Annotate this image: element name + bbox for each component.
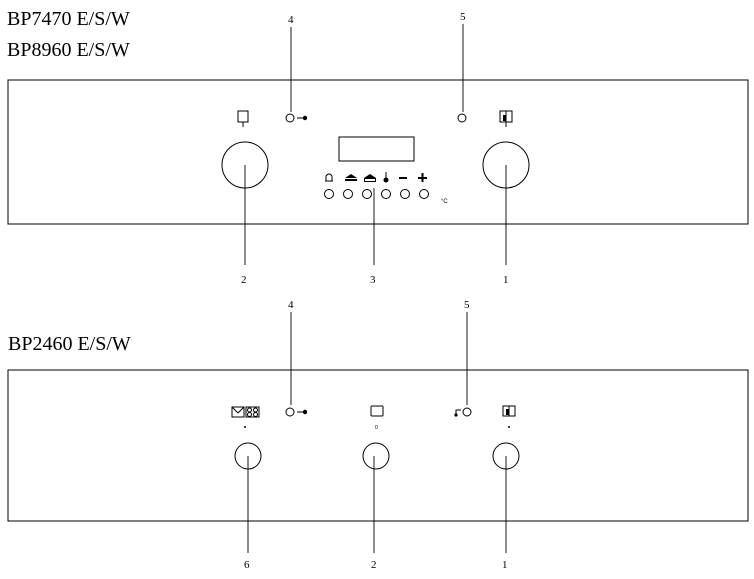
key-icon — [297, 409, 308, 415]
top-callout-3: 3 — [370, 274, 376, 286]
meat-probe-icon — [383, 172, 389, 183]
thermometer-icon — [454, 409, 461, 417]
minus-icon — [399, 177, 407, 179]
top-key-lock-lamp — [285, 113, 295, 123]
button-bell[interactable] — [324, 189, 334, 199]
cooktop-zones-icon — [231, 406, 260, 418]
button-cook-start[interactable] — [343, 189, 353, 199]
model-label-bp8960: BP8960 E/S/W — [7, 39, 130, 61]
top-callout-5: 5 — [460, 11, 466, 23]
bottom-panel-outline — [7, 369, 749, 522]
plus-icon — [418, 173, 427, 182]
model-label-bp7470: BP7470 E/S/W — [7, 8, 130, 30]
cook-start-icon — [345, 174, 357, 181]
thermostat-icon — [502, 405, 516, 417]
key-icon — [297, 115, 308, 121]
cook-end-icon — [364, 174, 376, 182]
bottom-callout-2: 2 — [371, 559, 377, 571]
timer-display — [338, 136, 415, 162]
top-callout-4: 4 — [288, 14, 294, 26]
top-thermostat-lamp — [457, 113, 467, 123]
top-callout-1: 1 — [503, 274, 509, 286]
bell-icon — [325, 173, 333, 182]
thermostat-icon — [499, 110, 513, 123]
button-cook-end[interactable] — [362, 189, 372, 199]
bottom-knob2-mark: 0 — [375, 425, 378, 431]
bottom-cooktop-knob[interactable] — [234, 442, 262, 470]
top-panel-outline — [7, 79, 749, 225]
bottom-right-knob-dot — [508, 426, 510, 428]
bottom-key-lock-lamp — [285, 407, 295, 417]
button-minus[interactable] — [400, 189, 410, 199]
bottom-callout-6: 6 — [244, 559, 250, 571]
bottom-callout-5: 5 — [464, 299, 470, 311]
bottom-left-knob-dot — [244, 426, 246, 428]
top-thermostat-knob[interactable] — [482, 141, 530, 189]
bottom-thermostat-knob[interactable] — [492, 442, 520, 470]
bottom-callout-1: 1 — [502, 559, 508, 571]
bottom-thermostat-lamp — [462, 407, 472, 417]
button-meat-probe[interactable] — [381, 189, 391, 199]
oven-function-icon — [370, 405, 384, 417]
model-label-bp2460: BP2460 E/S/W — [8, 333, 131, 355]
bottom-callout-4: 4 — [288, 299, 294, 311]
bottom-function-knob[interactable] — [362, 442, 390, 470]
bottom-control-panel: 4 5 6 2 1 0 — [7, 299, 749, 571]
top-callout-2: 2 — [241, 274, 247, 286]
top-control-panel: 4 5 2 3 1 — [7, 11, 749, 286]
oven-function-icon — [237, 110, 249, 123]
temperature-unit-label: °C — [441, 199, 448, 205]
button-plus[interactable] — [419, 189, 429, 199]
top-function-knob[interactable] — [221, 141, 269, 189]
